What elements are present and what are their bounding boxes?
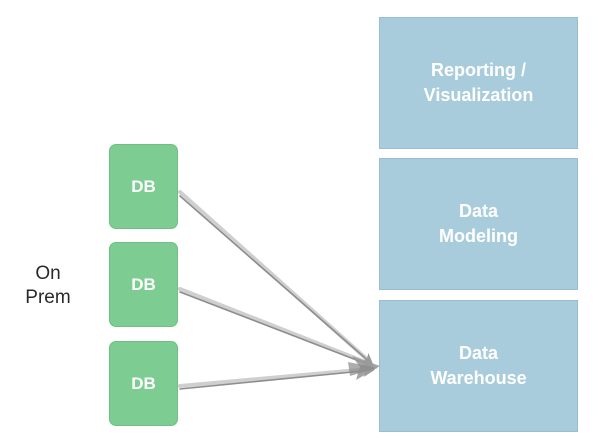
on-prem-label-line1: On [35, 263, 61, 284]
db-node-1: DB [109, 144, 178, 229]
reporting-visualization-layer: Reporting / Visualization [379, 17, 578, 149]
modeling-layer-line1: Data [458, 201, 498, 221]
modeling-layer-line2: Modeling [439, 226, 518, 246]
warehouse-layer-line1: Data [458, 343, 498, 363]
on-prem-label-line2: Prem [25, 287, 71, 308]
arrow-db1-to-warehouse [178, 190, 374, 366]
reporting-layer-line1: Reporting / [431, 60, 526, 80]
db-node-3: DB [109, 341, 178, 426]
db-node-2: DB [109, 242, 178, 327]
arrowhead-cluster-icon [348, 356, 380, 380]
arrow-db2-to-warehouse [178, 287, 374, 369]
db-node-label: DB [131, 176, 156, 196]
reporting-layer-line2: Visualization [423, 85, 534, 105]
data-modeling-layer: Data Modeling [379, 158, 578, 290]
db-node-label: DB [131, 373, 156, 393]
arrow-db3-to-warehouse [178, 365, 375, 390]
on-prem-label: On Prem [12, 262, 84, 310]
db-node-label: DB [131, 274, 156, 294]
warehouse-layer-line2: Warehouse [430, 368, 527, 388]
data-warehouse-layer: Data Warehouse [379, 300, 578, 432]
